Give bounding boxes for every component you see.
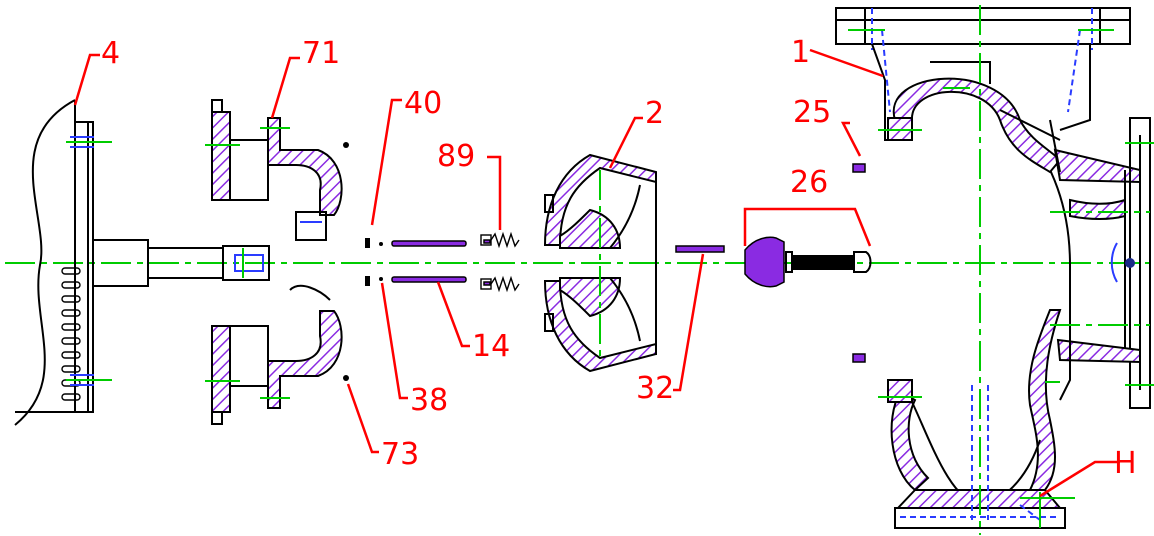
label-part-2: 2 bbox=[645, 96, 664, 131]
label-part-25: 25 bbox=[793, 95, 831, 130]
label-part-32: 32 bbox=[636, 371, 674, 406]
pins-part-73 bbox=[343, 142, 349, 381]
spring-seal-part-89 bbox=[480, 231, 520, 293]
volute-casing-part-1 bbox=[835, 7, 1154, 529]
motor-cooling-slots bbox=[61, 267, 81, 401]
label-part-38: 38 bbox=[410, 383, 448, 418]
label-part-40: 40 bbox=[404, 86, 442, 121]
impeller-part-2 bbox=[543, 153, 657, 373]
sleeve-part-14 bbox=[391, 240, 467, 283]
leader-lines bbox=[73, 48, 1120, 498]
impeller-nut-part-26 bbox=[744, 236, 872, 288]
blocks-part-25 bbox=[852, 163, 866, 363]
label-part-14: 14 bbox=[472, 329, 510, 364]
label-part-89: 89 bbox=[437, 139, 475, 174]
label-part-4: 4 bbox=[101, 36, 120, 71]
bracket-part-71 bbox=[205, 99, 343, 425]
seal-parts-40-38 bbox=[365, 238, 383, 286]
label-part-71: 71 bbox=[302, 36, 340, 71]
label-part-1: 1 bbox=[791, 35, 810, 70]
label-part-26: 26 bbox=[790, 165, 828, 200]
label-part-73: 73 bbox=[381, 437, 419, 472]
key-part-32 bbox=[675, 245, 725, 253]
motor-part-4 bbox=[14, 99, 270, 426]
label-part-H: H bbox=[1114, 446, 1137, 481]
